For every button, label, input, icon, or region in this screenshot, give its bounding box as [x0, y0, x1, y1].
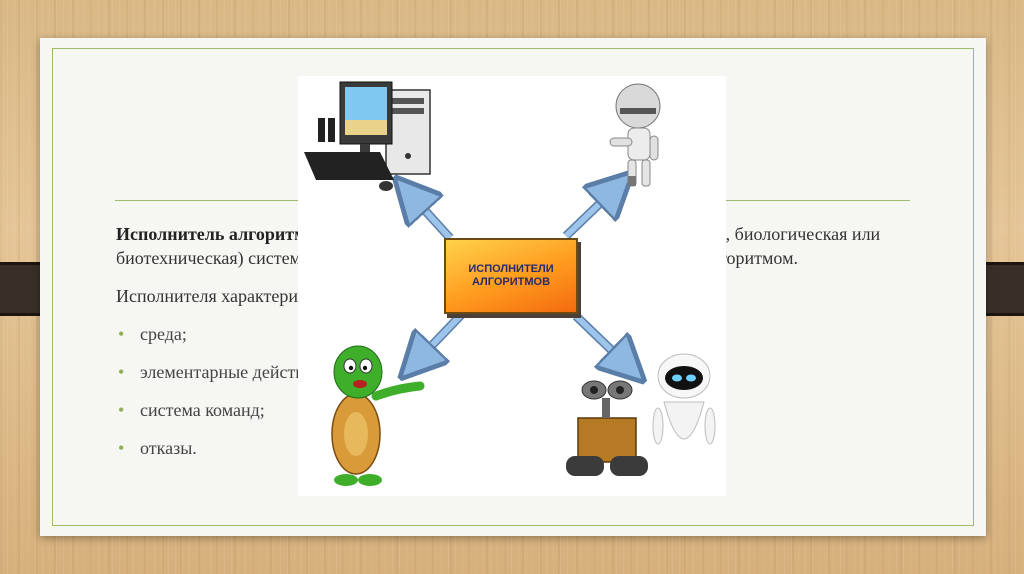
- slide-body: Исполнитель алгоритма — некоторая абстра…: [116, 222, 916, 474]
- list-item: •элементарные действия;: [118, 362, 327, 382]
- list-item: •система команд;: [118, 400, 265, 420]
- arrow-to-walle: [572, 312, 628, 366]
- turtle-icon: [331, 345, 425, 486]
- bullet-icon: •: [118, 438, 125, 458]
- bullet-icon: •: [118, 324, 125, 344]
- list-item: •среда;: [118, 324, 187, 344]
- arrow-to-computer: [410, 194, 454, 242]
- list-item: •отказы.: [118, 438, 197, 458]
- characteristics-intro: Исполнителя характеризуют:: [116, 286, 340, 306]
- executors-label-box: ИСПОЛНИТЕЛИ АЛГОРИТМОВ: [444, 238, 578, 314]
- arrow-to-turtle: [416, 310, 466, 362]
- characteristics-list: •среда; •элементарные действия; •система…: [116, 322, 916, 460]
- wall-e-eve-robots-icon: [566, 353, 716, 476]
- computer-icon: [304, 81, 431, 191]
- executors-diagram: ИСПОЛНИТЕЛИ АЛГОРИТМОВ: [298, 76, 726, 496]
- bullet-icon: •: [118, 400, 125, 420]
- executors-label: ИСПОЛНИТЕЛИ АЛГОРИТМОВ: [468, 263, 554, 288]
- bullet-icon: •: [118, 362, 125, 382]
- slide-frame: [52, 48, 974, 526]
- diagram-graphics: [304, 81, 716, 486]
- definition-term: Исполнитель алгоритма: [116, 224, 316, 244]
- robot-icon: [609, 83, 661, 187]
- arrow-to-robot: [562, 188, 616, 240]
